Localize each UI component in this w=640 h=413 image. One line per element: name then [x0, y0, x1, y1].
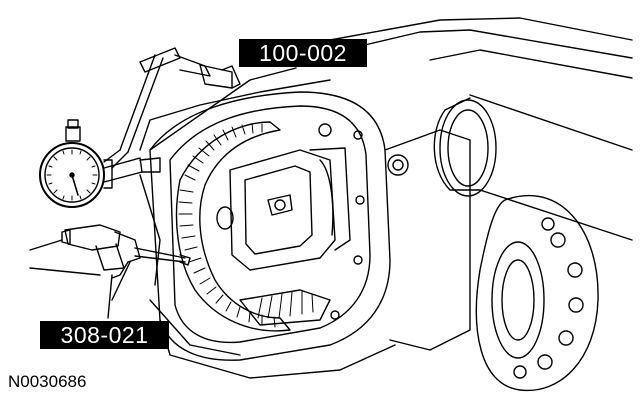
tool-callout-100-002: 100-002 — [239, 39, 367, 67]
axle-housing-outline — [139, 17, 633, 151]
background-edges — [29, 174, 241, 356]
differential-case — [216, 147, 351, 271]
ring-gear — [175, 121, 331, 332]
dial-indicator — [39, 119, 161, 208]
axle-tube — [433, 94, 633, 241]
differential-carrier-housing — [149, 91, 471, 379]
callout-leaders — [111, 67, 297, 301]
magnetic-base-arm — [103, 47, 241, 169]
figure-id: N0030686 — [8, 372, 87, 391]
axle-flange — [475, 194, 599, 392]
tool-callout-308-021: 308-021 — [40, 321, 169, 349]
holding-fixture-probe — [61, 224, 191, 319]
